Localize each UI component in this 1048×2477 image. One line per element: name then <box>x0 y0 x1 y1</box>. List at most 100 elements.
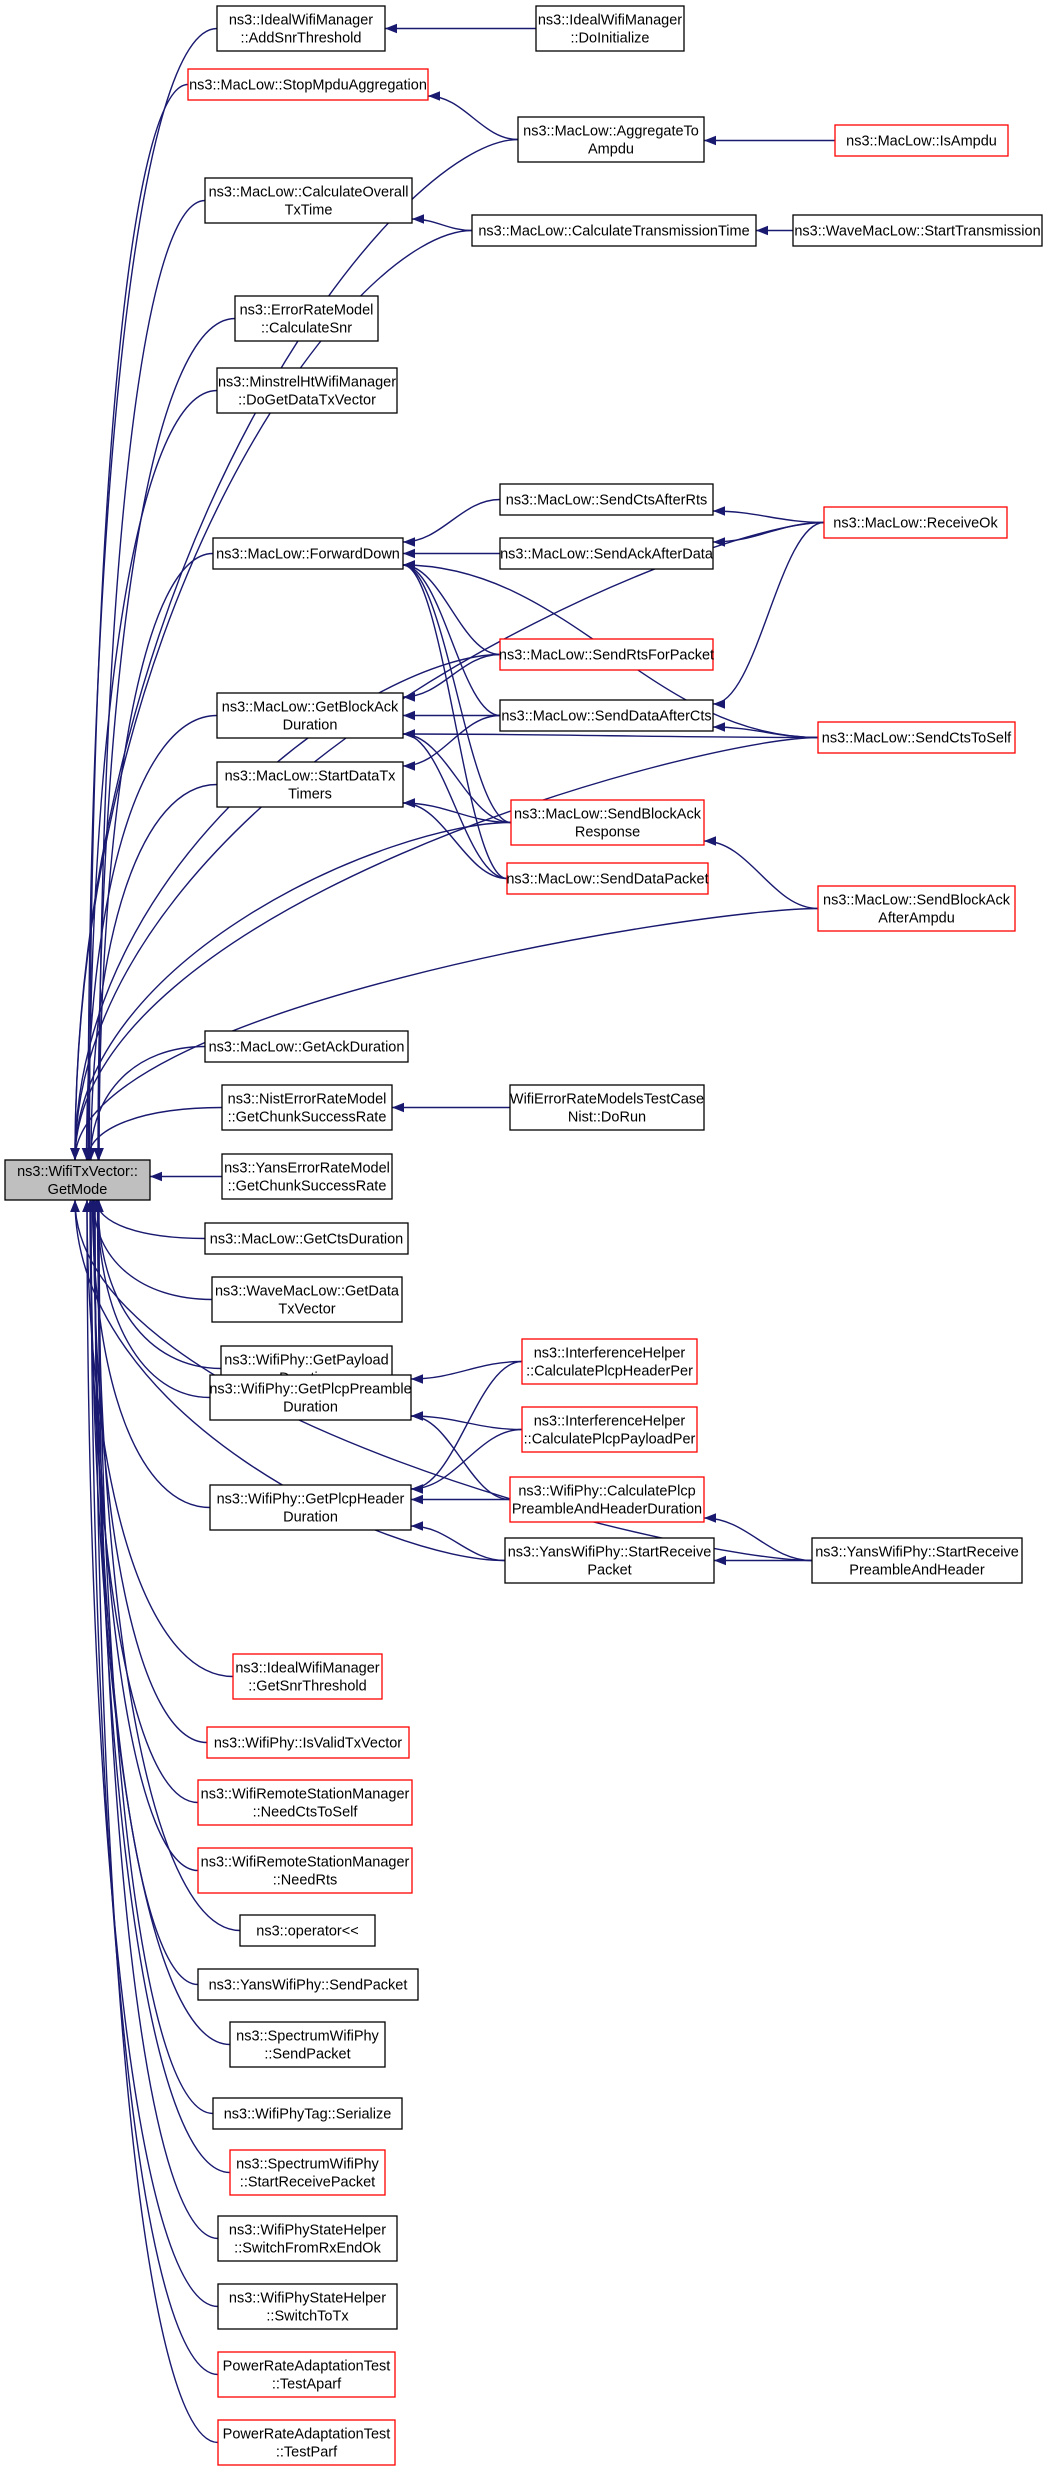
edge-blockack_ampdu-to-root <box>70 907 819 1161</box>
node-calc_trans[interactable]: ns3::MacLow::CalculateTransmissionTime <box>471 214 757 247</box>
node-box <box>499 537 714 570</box>
node-is_valid[interactable]: ns3::WifiPhy::IsValidTxVector <box>206 1726 410 1759</box>
node-cts_after_rts[interactable]: ns3::MacLow::SendCtsAfterRts <box>499 483 714 516</box>
node-box <box>4 1159 151 1201</box>
node-ideal_doinit[interactable]: ns3::IdealWifiManager::DoInitialize <box>535 5 685 52</box>
node-error_snr[interactable]: ns3::ErrorRateModel::CalculateSnr <box>234 295 379 342</box>
edge-blockack_dur-to-root <box>81 714 218 1161</box>
edge-interf_payload-to-plcp_preamble <box>410 1411 523 1431</box>
node-box <box>217 2419 396 2466</box>
node-spectrum_send[interactable]: ns3::SpectrumWifiPhy::SendPacket <box>229 2021 386 2068</box>
node-ideal_addsnr[interactable]: ns3::IdealWifiManager::AddSnrThreshold <box>216 5 386 52</box>
node-switch_rx[interactable]: ns3::WifiPhyStateHelper::SwitchFromRxEnd… <box>217 2215 398 2262</box>
node-box <box>811 1537 1023 1584</box>
node-ack_after_data[interactable]: ns3::MacLow::SendAckAfterData <box>499 537 714 570</box>
node-interf_header[interactable]: ns3::InterferenceHelper::CalculatePlcpHe… <box>521 1338 698 1385</box>
node-wave_getdata[interactable]: ns3::WaveMacLow::GetDataTxVector <box>211 1276 403 1323</box>
node-ack_duration[interactable]: ns3::MacLow::GetAckDuration <box>204 1030 409 1063</box>
edge-test_aparf-to-root <box>86 1199 219 2376</box>
node-label-line: ns3::operator<< <box>256 1924 358 1940</box>
edge-receive_ok-to-data_after_cts <box>712 521 825 709</box>
node-yans_send[interactable]: ns3::YansWifiPhy::SendPacket <box>197 1968 419 2001</box>
node-label-line: Duration <box>283 1510 338 1526</box>
node-label-line: WifiErrorRateModelsTestCase <box>510 1092 704 1108</box>
node-yans_chunk[interactable]: ns3::YansErrorRateModel::GetChunkSuccess… <box>221 1153 393 1200</box>
node-nist_chunk[interactable]: ns3::NistErrorRateModel::GetChunkSuccess… <box>221 1084 393 1131</box>
node-label-line: ns3::MacLow::AggregateTo <box>523 124 699 140</box>
node-interf_payload[interactable]: ns3::InterferenceHelper::CalculatePlcpPa… <box>521 1406 698 1453</box>
node-box <box>221 1153 393 1200</box>
node-calc_plcp_pre[interactable]: ns3::WifiPhy::CalculatePlcpPreambleAndHe… <box>509 1476 705 1523</box>
node-box <box>209 1484 412 1531</box>
node-phytag[interactable]: ns3::WifiPhyTag::Serialize <box>212 2097 403 2130</box>
node-label-line: ns3::MacLow::SendBlockAck <box>823 893 1011 909</box>
node-box <box>217 2215 398 2262</box>
node-wave_start[interactable]: ns3::WaveMacLow::StartTransmission <box>792 214 1043 247</box>
node-cts_to_self[interactable]: ns3::MacLow::SendCtsToSelf <box>817 721 1016 754</box>
node-box <box>211 1276 403 1323</box>
node-box <box>499 638 714 671</box>
edge-receive_ok-to-cts_after_rts <box>712 506 825 524</box>
node-label-line: Duration <box>283 718 338 734</box>
node-operator[interactable]: ns3::operator<< <box>239 1914 376 1947</box>
node-test_aparf[interactable]: PowerRateAdaptationTest::TestAparf <box>217 2351 396 2398</box>
node-box <box>229 2149 386 2196</box>
edge-stop_mpdu-to-root <box>84 83 189 1161</box>
node-need_cts[interactable]: ns3::WifiRemoteStationManager::NeedCtsTo… <box>197 1779 413 1826</box>
edge-interf_header-to-plcp_preamble <box>410 1360 523 1384</box>
node-label-line: ::SendPacket <box>264 2047 350 2063</box>
edge-data_packet-to-forward_down <box>402 560 508 880</box>
node-test_parf[interactable]: PowerRateAdaptationTest::TestParf <box>217 2419 396 2466</box>
node-label-line: ::TestParf <box>276 2445 338 2461</box>
node-data_packet[interactable]: ns3::MacLow::SendDataPacket <box>506 862 709 895</box>
node-yans_start_pre[interactable]: ns3::YansWifiPhy::StartReceivePreambleAn… <box>811 1537 1023 1584</box>
edge-cts_to_self-to-blockack_dur <box>402 729 819 739</box>
node-spectrum_recv[interactable]: ns3::SpectrumWifiPhy::StartReceivePacket <box>229 2149 386 2196</box>
node-label-line: ::SwitchToTx <box>266 2309 349 2325</box>
edge-yans_start_recv-to-plcp_header <box>410 1521 506 1562</box>
node-need_rts[interactable]: ns3::WifiRemoteStationManager::NeedRts <box>197 1847 413 1894</box>
node-box <box>510 799 705 846</box>
edge-ideal_addsnr-to-root <box>83 27 218 1161</box>
node-label-line: Packet <box>587 1563 631 1579</box>
node-label-line: Duration <box>283 1400 338 1416</box>
node-rts_for_packet[interactable]: ns3::MacLow::SendRtsForPacket <box>499 638 714 671</box>
node-yans_start_recv[interactable]: ns3::YansWifiPhy::StartReceivePacket <box>504 1537 715 1584</box>
node-label-line: ns3::YansErrorRateModel <box>224 1161 390 1177</box>
node-label-line: ns3::WifiRemoteStationManager <box>201 1787 410 1803</box>
node-box <box>517 116 705 163</box>
node-ideal_getsnr[interactable]: ns3::IdealWifiManager::GetSnrThreshold <box>232 1653 383 1700</box>
node-label-line: ::NeedCtsToSelf <box>253 1805 359 1821</box>
node-stop_mpdu[interactable]: ns3::MacLow::StopMpduAggregation <box>187 68 429 101</box>
node-label-line: ::CalculatePlcpHeaderPer <box>526 1364 693 1380</box>
nodes-layer: ns3::WifiTxVector::GetModens3::IdealWifi… <box>4 5 1043 2466</box>
node-label-line: ns3::IdealWifiManager <box>235 1661 379 1677</box>
node-isampdu[interactable]: ns3::MacLow::IsAmpdu <box>834 124 1009 157</box>
node-forward_down[interactable]: ns3::MacLow::ForwardDown <box>212 537 404 570</box>
node-label-line: ns3::MacLow::SendDataAfterCts <box>501 709 711 725</box>
edge-test_parf-to-root <box>90 1199 219 2444</box>
node-box <box>232 1653 383 1700</box>
edge-calc_plcp_pre-to-plcp_preamble <box>410 1411 511 1501</box>
node-data_after_cts[interactable]: ns3::MacLow::SendDataAfterCts <box>499 699 714 732</box>
node-root[interactable]: ns3::WifiTxVector::GetMode <box>4 1159 151 1201</box>
node-box <box>499 483 714 516</box>
node-switch_tx[interactable]: ns3::WifiPhyStateHelper::SwitchToTx <box>217 2283 398 2330</box>
node-receive_ok[interactable]: ns3::MacLow::ReceiveOk <box>823 506 1008 539</box>
edge-plcp_header-to-root <box>87 1199 211 1509</box>
edge-calc_trans-to-root <box>70 229 473 1161</box>
node-minstrel[interactable]: ns3::MinstrelHtWifiManager::DoGetDataTxV… <box>216 367 398 414</box>
node-label-line: ::AddSnrThreshold <box>241 31 362 47</box>
edge-calc_overall-to-root <box>94 199 206 1161</box>
node-cts_duration[interactable]: ns3::MacLow::GetCtsDuration <box>204 1222 409 1255</box>
